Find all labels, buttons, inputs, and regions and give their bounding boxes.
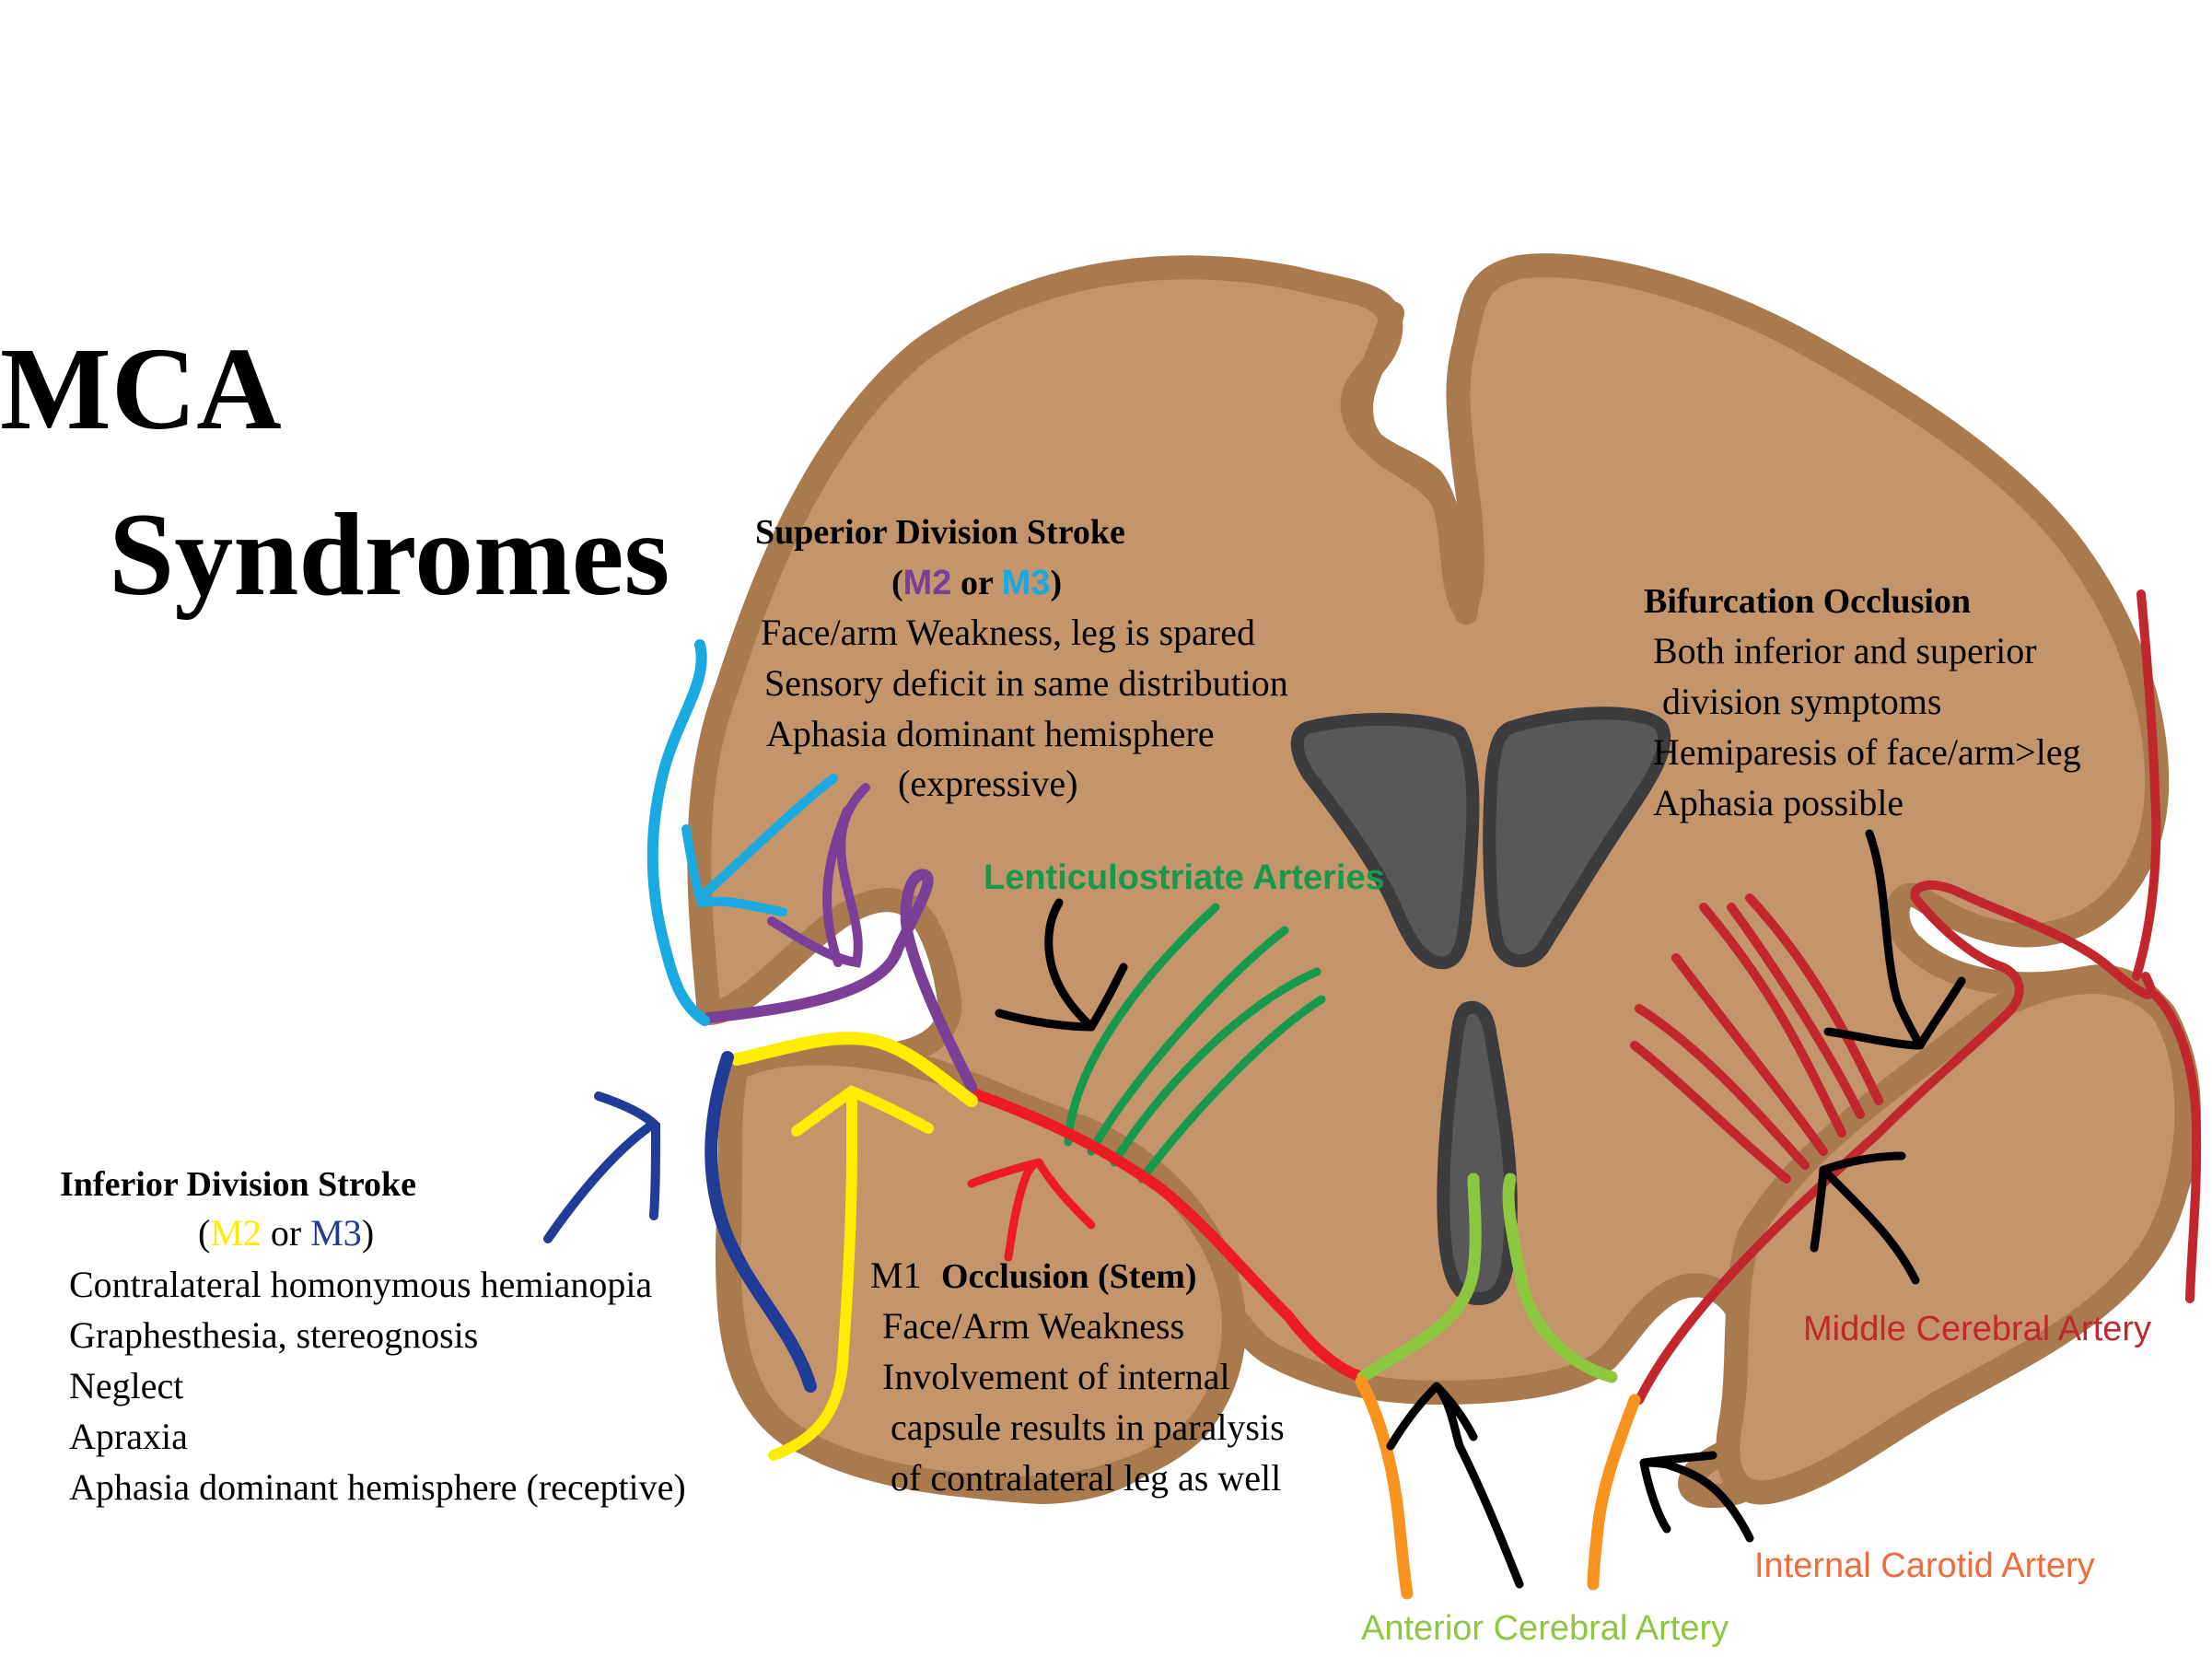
inferior-sub-open: ( — [198, 1212, 210, 1254]
inferior-line-1: Contralateral homonymous hemianopia — [69, 1264, 652, 1305]
inferior-m2-yellow-vessel — [730, 1032, 978, 1107]
right-temporal-lobe — [1716, 970, 2199, 1505]
lenticulostriate-vessels — [1064, 903, 1326, 1184]
inferior-line-4: Apraxia — [69, 1416, 188, 1457]
superior-line-1: Face/arm Weakness, leg is spared — [761, 612, 1255, 653]
inferior-line-2: Graphesthesia, stereognosis — [69, 1314, 478, 1356]
m1-line-3: capsule results in paralysis — [891, 1406, 1285, 1448]
bifurcation-line-4: Aphasia possible — [1653, 782, 1903, 823]
superior-m3-cyan-vessel — [646, 639, 710, 1026]
aca-left-vessel — [1356, 1173, 1482, 1383]
aca-label: Anterior Cerebral Artery — [1361, 1609, 1729, 1648]
m1-pointer-arrow — [967, 1158, 1096, 1262]
ica-label: Internal Carotid Artery — [1754, 1546, 2095, 1585]
bifurcation-pointer-arrow — [1823, 829, 1966, 1050]
inferior-m3-navy-arrow — [543, 1091, 661, 1243]
inferior-sub-m3: M3 — [310, 1212, 362, 1254]
m1-tag: M1 — [870, 1254, 922, 1296]
superior-line-3: Aphasia dominant hemisphere — [766, 713, 1215, 754]
m1-line-1: Face/Arm Weakness — [882, 1305, 1184, 1347]
inferior-subheading: (M2 or M3) — [198, 1212, 374, 1254]
lenticulostriate-label: Lenticulostriate Arteries — [984, 858, 1385, 897]
superior-sub-open: ( — [891, 564, 903, 602]
bifurcation-line-1: Both inferior and superior — [1653, 630, 2037, 671]
mca-pointer-arrow — [1810, 1151, 1920, 1285]
superior-m2-purple-vessel — [704, 869, 977, 1092]
superior-line-2: Sensory deficit in same distribution — [764, 662, 1288, 704]
m1-heading: Occlusion (Stem) — [941, 1257, 1197, 1296]
superior-m3-cyan-arrow — [681, 774, 838, 916]
superior-sub-m2: M2 — [903, 564, 952, 602]
bifurcation-line-2: division symptoms — [1662, 681, 1941, 722]
inferior-line-5: Aphasia dominant hemisphere (receptive) — [69, 1466, 686, 1508]
mca-right-branches — [1630, 589, 2202, 1405]
inferior-sub-close: ) — [362, 1212, 374, 1254]
bifurcation-line-3: Hemiparesis of face/arm>leg — [1653, 731, 2081, 773]
aca-right-vessel — [1502, 1173, 1618, 1383]
title-line-1: MCA — [0, 323, 282, 454]
right-lateral-ventricle — [1483, 706, 1671, 968]
lateral-ventricles — [1290, 706, 1671, 1305]
m1-stem-vessel — [971, 1089, 1368, 1383]
mca-label: Middle Cerebral Artery — [1803, 1310, 2151, 1348]
superior-m2-purple-branch — [767, 783, 870, 968]
left-lateral-ventricle — [1290, 712, 1480, 970]
superior-line-4: (expressive) — [898, 763, 1077, 804]
inferior-sub-m2: M2 — [210, 1212, 262, 1254]
superior-sub-or: or — [951, 564, 1001, 602]
third-ventricle — [1437, 1000, 1518, 1305]
superior-subheading: (M2 or M3) — [891, 564, 1062, 602]
ica-pointer-arrow — [1639, 1451, 1754, 1543]
title-line-2: Syndromes — [109, 489, 669, 620]
lenticulostriate-pointer-arrow — [995, 898, 1128, 1032]
inferior-line-3: Neglect — [69, 1365, 183, 1406]
ica-left-vessel — [1355, 1375, 1414, 1600]
aca-pointer-arrow — [1386, 1382, 1524, 1589]
inferior-sub-or: or — [262, 1212, 310, 1254]
m1-line-4: of contralateral leg as well — [891, 1457, 1281, 1499]
inferior-heading: Inferior Division Stroke — [60, 1165, 416, 1204]
inferior-m2-yellow-arrow — [768, 1085, 934, 1461]
superior-sub-m3: M3 — [1002, 564, 1051, 602]
inferior-m3-navy-vessel — [704, 1051, 817, 1393]
bifurcation-heading: Bifurcation Occlusion — [1644, 582, 1971, 621]
superior-sub-close: ) — [1050, 564, 1062, 602]
pointer-arrows — [995, 829, 1966, 1589]
m1-line-2: Involvement of internal — [882, 1356, 1230, 1397]
superior-heading: Superior Division Stroke — [755, 513, 1125, 552]
interhemispheric-fissure — [1349, 301, 1478, 624]
ica-right-vessel — [1587, 1394, 1641, 1591]
